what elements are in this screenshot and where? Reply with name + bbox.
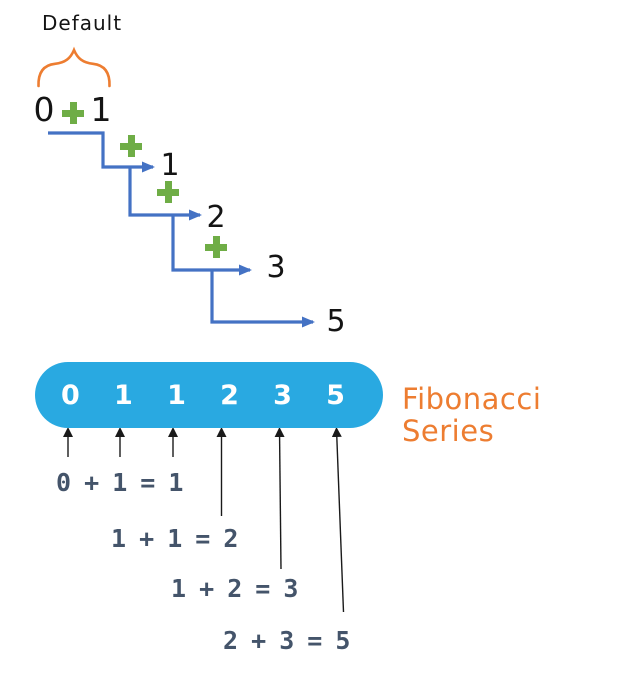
plus-icon — [205, 236, 227, 258]
pill-value: 3 — [273, 379, 292, 411]
pointer-arrow-5 — [331, 427, 345, 613]
pill-value: 1 — [167, 379, 186, 411]
equation-2: 1 + 2 = 3 — [171, 574, 298, 603]
plus-icon — [120, 135, 142, 157]
stair-step-3-line — [171, 215, 252, 276]
stair-result-2: 2 — [206, 200, 226, 235]
series-title: Fibonacci Series — [402, 382, 542, 448]
seed-value-0: 0 — [33, 90, 55, 129]
pill-value: 5 — [326, 379, 345, 411]
equation-1: 1 + 1 = 2 — [111, 524, 238, 553]
pill-value: 1 — [114, 379, 133, 411]
stair-step-4-line — [210, 270, 315, 328]
pill-value: 2 — [220, 379, 239, 411]
stair-result-3: 3 — [266, 250, 286, 285]
pointer-arrow-4 — [274, 427, 285, 570]
stair-step-1-line — [48, 131, 155, 173]
pill-value: 0 — [61, 379, 80, 411]
equation-0: 0 + 1 = 1 — [56, 468, 183, 497]
stair-result-4: 5 — [326, 304, 346, 339]
series-pill: 0 1 1 2 3 5 — [35, 362, 383, 428]
seed-value-1: 1 — [90, 90, 112, 129]
plus-icon — [157, 181, 179, 203]
stair-step-2-line — [128, 167, 202, 221]
stair-result-1: 1 — [160, 148, 180, 183]
default-brace-icon — [37, 46, 111, 88]
plus-icon — [62, 102, 84, 124]
default-label: Default — [42, 11, 123, 35]
equation-3: 2 + 3 = 5 — [223, 626, 350, 655]
